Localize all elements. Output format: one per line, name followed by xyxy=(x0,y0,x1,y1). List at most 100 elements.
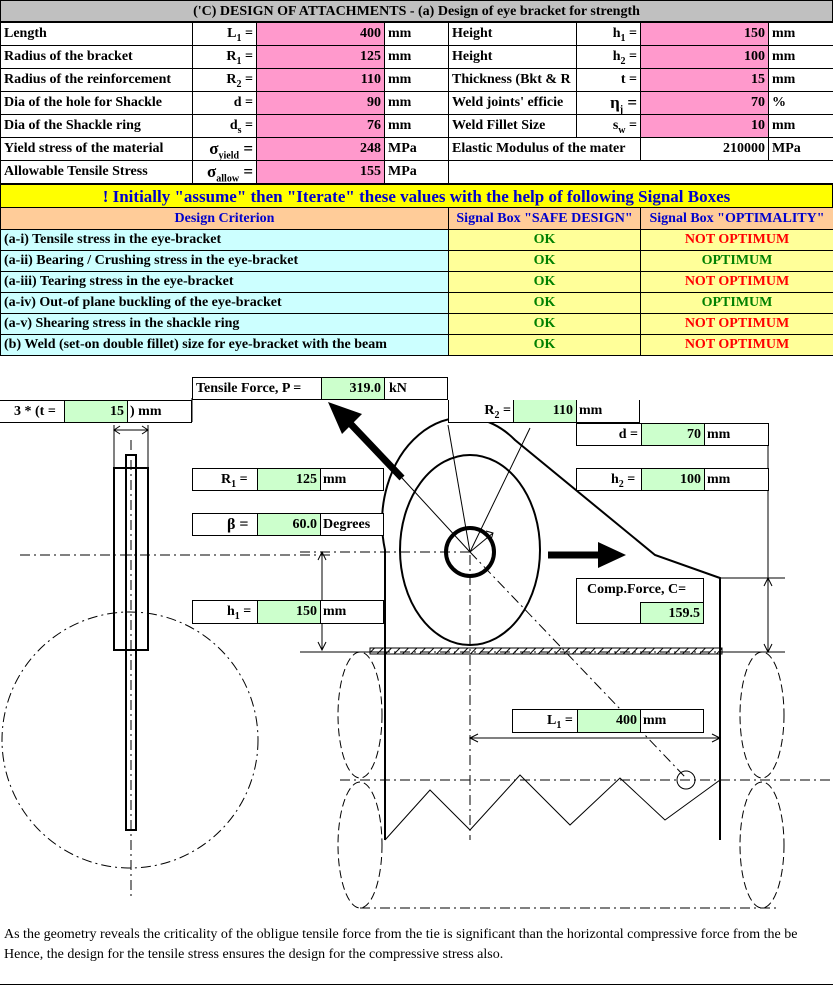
l1-value: 400 xyxy=(577,710,641,732)
safe-signal: OK xyxy=(449,314,641,335)
h1-value: 150 xyxy=(257,601,321,623)
input-label: Dia of the hole for Shackle xyxy=(1,92,193,115)
h2-box: h2 = 100 mm xyxy=(576,468,769,491)
input-label: Height xyxy=(449,46,577,69)
tensile-force-box: Tensile Force, P = 319.0 kN xyxy=(192,377,448,400)
input-label: Weld joints' efficie xyxy=(449,92,577,115)
tensile-force-value: 319.0 xyxy=(321,378,385,399)
comp-force-value: 159.5 xyxy=(640,602,704,623)
sheet-title: ('C) DESIGN OF ATTACHMENTS - (a) Design … xyxy=(0,0,833,22)
input-unit: mm xyxy=(769,69,833,92)
input-value[interactable]: 90 xyxy=(257,92,385,115)
h2-value: 100 xyxy=(641,469,705,490)
safe-signal: OK xyxy=(449,251,641,272)
input-label: Radius of the bracket xyxy=(1,46,193,69)
optimality-signal: NOT OPTIMUM xyxy=(641,335,833,356)
input-symbol: R1 = xyxy=(193,46,257,69)
input-label: Elastic Modulus of the mater xyxy=(449,138,641,161)
input-unit: MPa xyxy=(385,138,449,161)
input-value[interactable]: 210000 xyxy=(641,138,769,161)
input-value[interactable]: 248 xyxy=(257,138,385,161)
input-label: Radius of the reinforcement xyxy=(1,69,193,92)
r1-value: 125 xyxy=(257,469,321,490)
input-value[interactable]: 76 xyxy=(257,115,385,138)
criteria-header-safe: Signal Box "SAFE DESIGN" xyxy=(449,208,641,230)
input-unit: mm xyxy=(385,92,449,115)
criterion-name: (a-v) Shearing stress in the shackle rin… xyxy=(1,314,449,335)
safe-signal: OK xyxy=(449,335,641,356)
comp-force-box: Comp.Force, C= 159.5 xyxy=(576,578,704,624)
thickness-box: 3 * (t = 15 ) mm xyxy=(0,400,192,423)
input-symbol: R2 = xyxy=(193,69,257,92)
beta-box: β = 60.0 Degrees xyxy=(192,513,384,536)
input-symbol: t = xyxy=(577,69,641,92)
input-value[interactable]: 125 xyxy=(257,46,385,69)
input-symbol: d = xyxy=(193,92,257,115)
note-line-1: As the geometry reveals the criticality … xyxy=(4,927,798,942)
input-symbol: σyield = xyxy=(193,138,257,161)
input-symbol: h2 = xyxy=(577,46,641,69)
input-value[interactable]: 155 xyxy=(257,161,385,184)
input-value[interactable]: 100 xyxy=(641,46,769,69)
input-symbol: L1 = xyxy=(193,23,257,46)
input-value[interactable]: 10 xyxy=(641,115,769,138)
criteria-header-criterion: Design Criterion xyxy=(1,208,449,230)
input-label: Thickness (Bkt & R xyxy=(449,69,577,92)
input-unit: mm xyxy=(385,46,449,69)
beta-value: 60.0 xyxy=(257,514,321,535)
r2-value: 110 xyxy=(513,400,577,422)
note-line-2: Hence, the design for the tensile stress… xyxy=(4,947,504,962)
optimality-signal: NOT OPTIMUM xyxy=(641,314,833,335)
r2-box: R2 = 110 mm xyxy=(448,400,640,423)
input-label: Length xyxy=(1,23,193,46)
input-value[interactable]: 15 xyxy=(641,69,769,92)
criterion-name: (a-iii) Tearing stress in the eye-bracke… xyxy=(1,272,449,293)
input-value[interactable]: 400 xyxy=(257,23,385,46)
input-unit: mm xyxy=(769,46,833,69)
l1-box: L1 = 400 mm xyxy=(512,709,704,733)
input-symbol: h1 = xyxy=(577,23,641,46)
criterion-name: (a-ii) Bearing / Crushing stress in the … xyxy=(1,251,449,272)
input-unit: mm xyxy=(385,115,449,138)
criterion-name: (b) Weld (set-on double fillet) size for… xyxy=(1,335,449,356)
hole-dia-value: 70 xyxy=(641,424,705,445)
input-unit: MPa xyxy=(385,161,449,184)
safe-signal: OK xyxy=(449,293,641,314)
criteria-header-optimality: Signal Box "OPTIMALITY" xyxy=(641,208,833,230)
input-label: Weld Fillet Size xyxy=(449,115,577,138)
bottom-rule xyxy=(0,984,833,985)
optimality-signal: OPTIMUM xyxy=(641,293,833,314)
input-unit: MPa xyxy=(769,138,833,161)
input-symbol: sw = xyxy=(577,115,641,138)
safe-signal: OK xyxy=(449,272,641,293)
input-label: Allowable Tensile Stress xyxy=(1,161,193,184)
criterion-name: (a-i) Tensile stress in the eye-bracket xyxy=(1,230,449,251)
criteria-table: Design Criterion Signal Box "SAFE DESIGN… xyxy=(0,208,833,356)
input-unit: mm xyxy=(769,23,833,46)
input-value[interactable]: 150 xyxy=(641,23,769,46)
empty-cell xyxy=(449,161,833,184)
r1-box: R1 = 125 mm xyxy=(192,468,384,491)
h1-box: h1 = 150 mm xyxy=(192,600,384,624)
input-symbol: ds = xyxy=(193,115,257,138)
hole-dia-box: d = 70 mm xyxy=(576,423,769,446)
iterate-banner: ! Initially "assume" then "Iterate" thes… xyxy=(0,184,833,208)
input-symbol: σallow = xyxy=(193,161,257,184)
input-unit: mm xyxy=(769,115,833,138)
input-label: Height xyxy=(449,23,577,46)
input-value[interactable]: 110 xyxy=(257,69,385,92)
input-unit: mm xyxy=(385,23,449,46)
criterion-name: (a-iv) Out-of plane buckling of the eye-… xyxy=(1,293,449,314)
input-symbol: ηj = xyxy=(577,92,641,115)
input-unit: % xyxy=(769,92,833,115)
optimality-signal: OPTIMUM xyxy=(641,251,833,272)
optimality-signal: NOT OPTIMUM xyxy=(641,272,833,293)
thickness-value: 15 xyxy=(64,401,128,422)
safe-signal: OK xyxy=(449,230,641,251)
input-unit: mm xyxy=(385,69,449,92)
input-label: Yield stress of the material xyxy=(1,138,193,161)
input-label: Dia of the Shackle ring xyxy=(1,115,193,138)
optimality-signal: NOT OPTIMUM xyxy=(641,230,833,251)
input-value[interactable]: 70 xyxy=(641,92,769,115)
